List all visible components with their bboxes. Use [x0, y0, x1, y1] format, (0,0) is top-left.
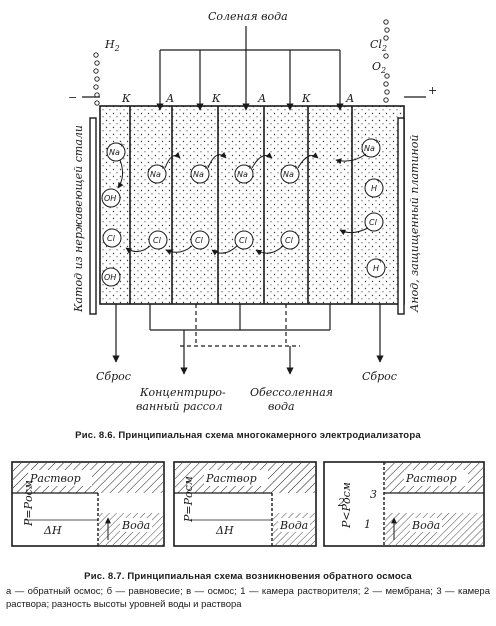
panel-c-water: Вода: [411, 519, 440, 532]
svg-text:Na: Na: [364, 144, 375, 153]
svg-text:Cl: Cl: [239, 236, 248, 245]
svg-text:Cl: Cl: [285, 236, 294, 245]
gas-h2-label: H2: [104, 38, 120, 53]
panel-c-label-3: 3: [370, 488, 377, 501]
concentrate-label-line2: ванный рассол: [136, 400, 223, 413]
ion-cl: Cl: [148, 230, 168, 250]
minus-sign: −: [68, 91, 77, 104]
svg-text:OH: OH: [104, 194, 116, 203]
figure-8-6: Соленая вода H2 Cl2 O2: [68, 10, 437, 413]
ion-h: H: [366, 258, 386, 278]
svg-text:+: +: [203, 164, 208, 171]
svg-text:Cl: Cl: [369, 218, 378, 227]
svg-text:H: H: [373, 264, 379, 273]
membrane-label-a1: А: [165, 92, 174, 105]
membrane-label-a2: А: [257, 92, 266, 105]
svg-text:Cl: Cl: [195, 236, 204, 245]
cl2-bubbles: [383, 19, 390, 103]
panel-b-dh: ΔH: [215, 524, 234, 537]
ion-na: Na: [361, 138, 381, 158]
svg-text:Na: Na: [283, 170, 294, 179]
desalted-label-line1: Обессоленная: [250, 386, 333, 399]
ion-na: Na: [190, 164, 210, 184]
svg-text:+: +: [119, 142, 124, 149]
cathode-label: Катод из нержавеющей стали: [72, 125, 85, 313]
ion-na: Na: [106, 142, 126, 162]
svg-text:OH: OH: [104, 273, 116, 282]
svg-text:+: +: [293, 164, 298, 171]
outlet-pipes: [112, 304, 384, 375]
membrane-label-k2: К: [211, 92, 221, 105]
ion-na: Na: [280, 164, 300, 184]
plus-sign: +: [428, 84, 437, 97]
ion-cl: Cl: [364, 212, 384, 232]
membrane-label-a3: А: [345, 92, 354, 105]
svg-text:Cl: Cl: [107, 234, 116, 243]
panel-c-label-2: 2: [337, 496, 345, 509]
electrodialyzer-tank: [99, 105, 405, 305]
svg-text:Na: Na: [150, 170, 161, 179]
ion-cl: Cl: [280, 230, 300, 250]
ion-oh: OH: [101, 188, 121, 208]
panel-a-pressure: P=Pосм: [22, 480, 35, 527]
cathode-plate: [89, 117, 97, 315]
panel-b-solution: Раствор: [205, 472, 257, 485]
desalted-label-line2: вода: [268, 400, 295, 413]
outlet-right-label: Сброс: [362, 370, 397, 383]
panel-a-water: Вода: [121, 519, 150, 532]
ion-migration-arrows: [117, 152, 369, 256]
panel-b-water: Вода: [279, 519, 308, 532]
h2-bubbles: [93, 52, 100, 106]
figure-8-7-caption-body: а — обратный осмос; б — равновесие; в — …: [6, 586, 490, 610]
panel-a-dh: ΔH: [43, 524, 62, 537]
svg-text:+: +: [160, 164, 165, 171]
panel-c-label-1: 1: [364, 518, 371, 531]
svg-text:+: +: [247, 164, 252, 171]
svg-text:+: +: [378, 258, 383, 265]
gas-cl2-label: Cl2: [370, 38, 387, 53]
figure-8-6-caption: Рис. 8.6. Принципиальная схема многокаме…: [75, 430, 421, 441]
anode-plate: [397, 117, 405, 315]
membranes: [129, 106, 353, 304]
ion-oh: OH: [101, 267, 121, 287]
svg-text:Na: Na: [109, 148, 120, 157]
ion-cl: Cl: [190, 230, 210, 250]
anode-label: Анод, защищенный платиной: [408, 135, 421, 313]
svg-text:H: H: [371, 184, 377, 193]
panel-a-solution: Раствор: [29, 472, 81, 485]
panel-b: Раствор Вода ΔH P=Pосм: [173, 461, 317, 547]
membrane-label-k3: К: [301, 92, 311, 105]
outlet-left-label: Сброс: [96, 370, 131, 383]
gas-o2-label: O2: [372, 60, 386, 75]
ions: Na OH Cl OH Na Cl Na Cl Na Cl Na Cl Na H…: [101, 138, 386, 287]
ion-na: Na: [147, 164, 167, 184]
concentrate-label-line1: Концентриро-: [139, 386, 226, 399]
figure-8-7: Раствор Вода ΔH P=Pосм Раствор Вода ΔH P…: [11, 461, 485, 547]
panel-a: Раствор Вода ΔH P=Pосм: [11, 461, 165, 547]
ion-na: Na: [234, 164, 254, 184]
panel-b-pressure: P=Pосм: [182, 476, 195, 523]
ion-cl: Cl: [102, 228, 122, 248]
inlet-arrows: [156, 50, 344, 111]
inlet-label: Соленая вода: [208, 10, 288, 23]
svg-text:Cl: Cl: [153, 236, 162, 245]
membrane-label-k1: К: [121, 92, 131, 105]
svg-text:Na: Na: [237, 170, 248, 179]
ion-h: H: [364, 178, 384, 198]
ion-cl: Cl: [234, 230, 254, 250]
figure-8-7-caption-title: Рис. 8.7. Принципиальная схема возникнов…: [84, 571, 412, 582]
svg-text:+: +: [374, 138, 379, 145]
panel-c: Раствор Вода P<Pосм 2 1 3: [323, 461, 485, 547]
panel-c-pressure: P<Pосм: [340, 482, 353, 529]
panel-c-solution: Раствор: [405, 472, 457, 485]
svg-text:+: +: [376, 178, 381, 185]
svg-text:Na: Na: [193, 170, 204, 179]
